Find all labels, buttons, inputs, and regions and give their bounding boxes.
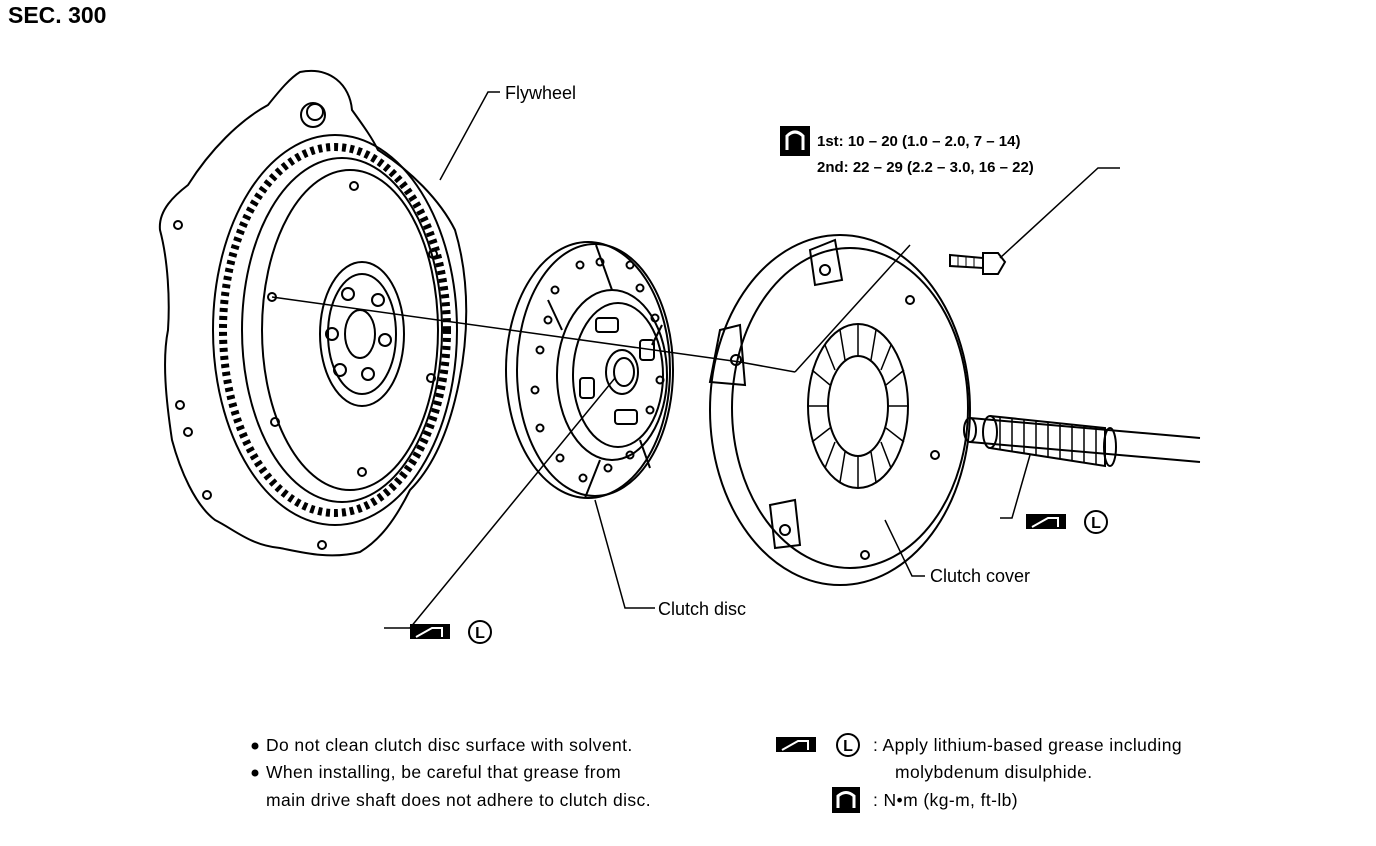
- grease-l-symbol: L: [468, 620, 492, 644]
- torque-wrench-icon: [780, 126, 810, 156]
- section-title: SEC. 300: [8, 2, 107, 28]
- clutch-disc: [505, 241, 674, 499]
- legend-grease-line-2: molybdenum disulphide.: [895, 762, 1093, 782]
- note-line-3: main drive shaft does not adhere to clut…: [266, 790, 651, 810]
- grease-l-symbol: L: [836, 733, 860, 757]
- grease-l-symbol: L: [1084, 510, 1108, 534]
- svg-text:L: L: [843, 738, 853, 755]
- torque-wrench-icon: [832, 787, 860, 813]
- grease-applicator-icon: [776, 737, 816, 752]
- clutch-cover-label: Clutch cover: [930, 566, 1031, 586]
- flywheel: [158, 69, 468, 557]
- main-drive-shaft: [963, 415, 1201, 468]
- torque-spec-second: 2nd: 22 – 29 (2.2 – 3.0, 16 – 22): [817, 159, 1034, 176]
- clutch-cover: [708, 234, 971, 586]
- cover-bolt: [949, 252, 1007, 275]
- svg-text:L: L: [475, 625, 485, 642]
- clutch-disc-label: Clutch disc: [658, 599, 747, 619]
- legend-torque-unit: : N•m (kg-m, ft-lb): [873, 790, 1018, 810]
- note-line-1: Do not clean clutch disc surface with so…: [266, 735, 633, 755]
- legend-grease-line-1: : Apply lithium-based grease including: [873, 735, 1182, 755]
- svg-text:L: L: [1091, 515, 1101, 532]
- note-line-2: When installing, be careful that grease …: [266, 762, 622, 782]
- bullet: [251, 742, 259, 750]
- torque-spec-first: 1st: 10 – 20 (1.0 – 2.0, 7 – 14): [817, 133, 1021, 150]
- flywheel-label: Flywheel: [505, 83, 577, 103]
- grease-applicator-icon: [410, 624, 450, 639]
- grease-applicator-icon: [1026, 514, 1066, 529]
- bullet: [251, 769, 259, 777]
